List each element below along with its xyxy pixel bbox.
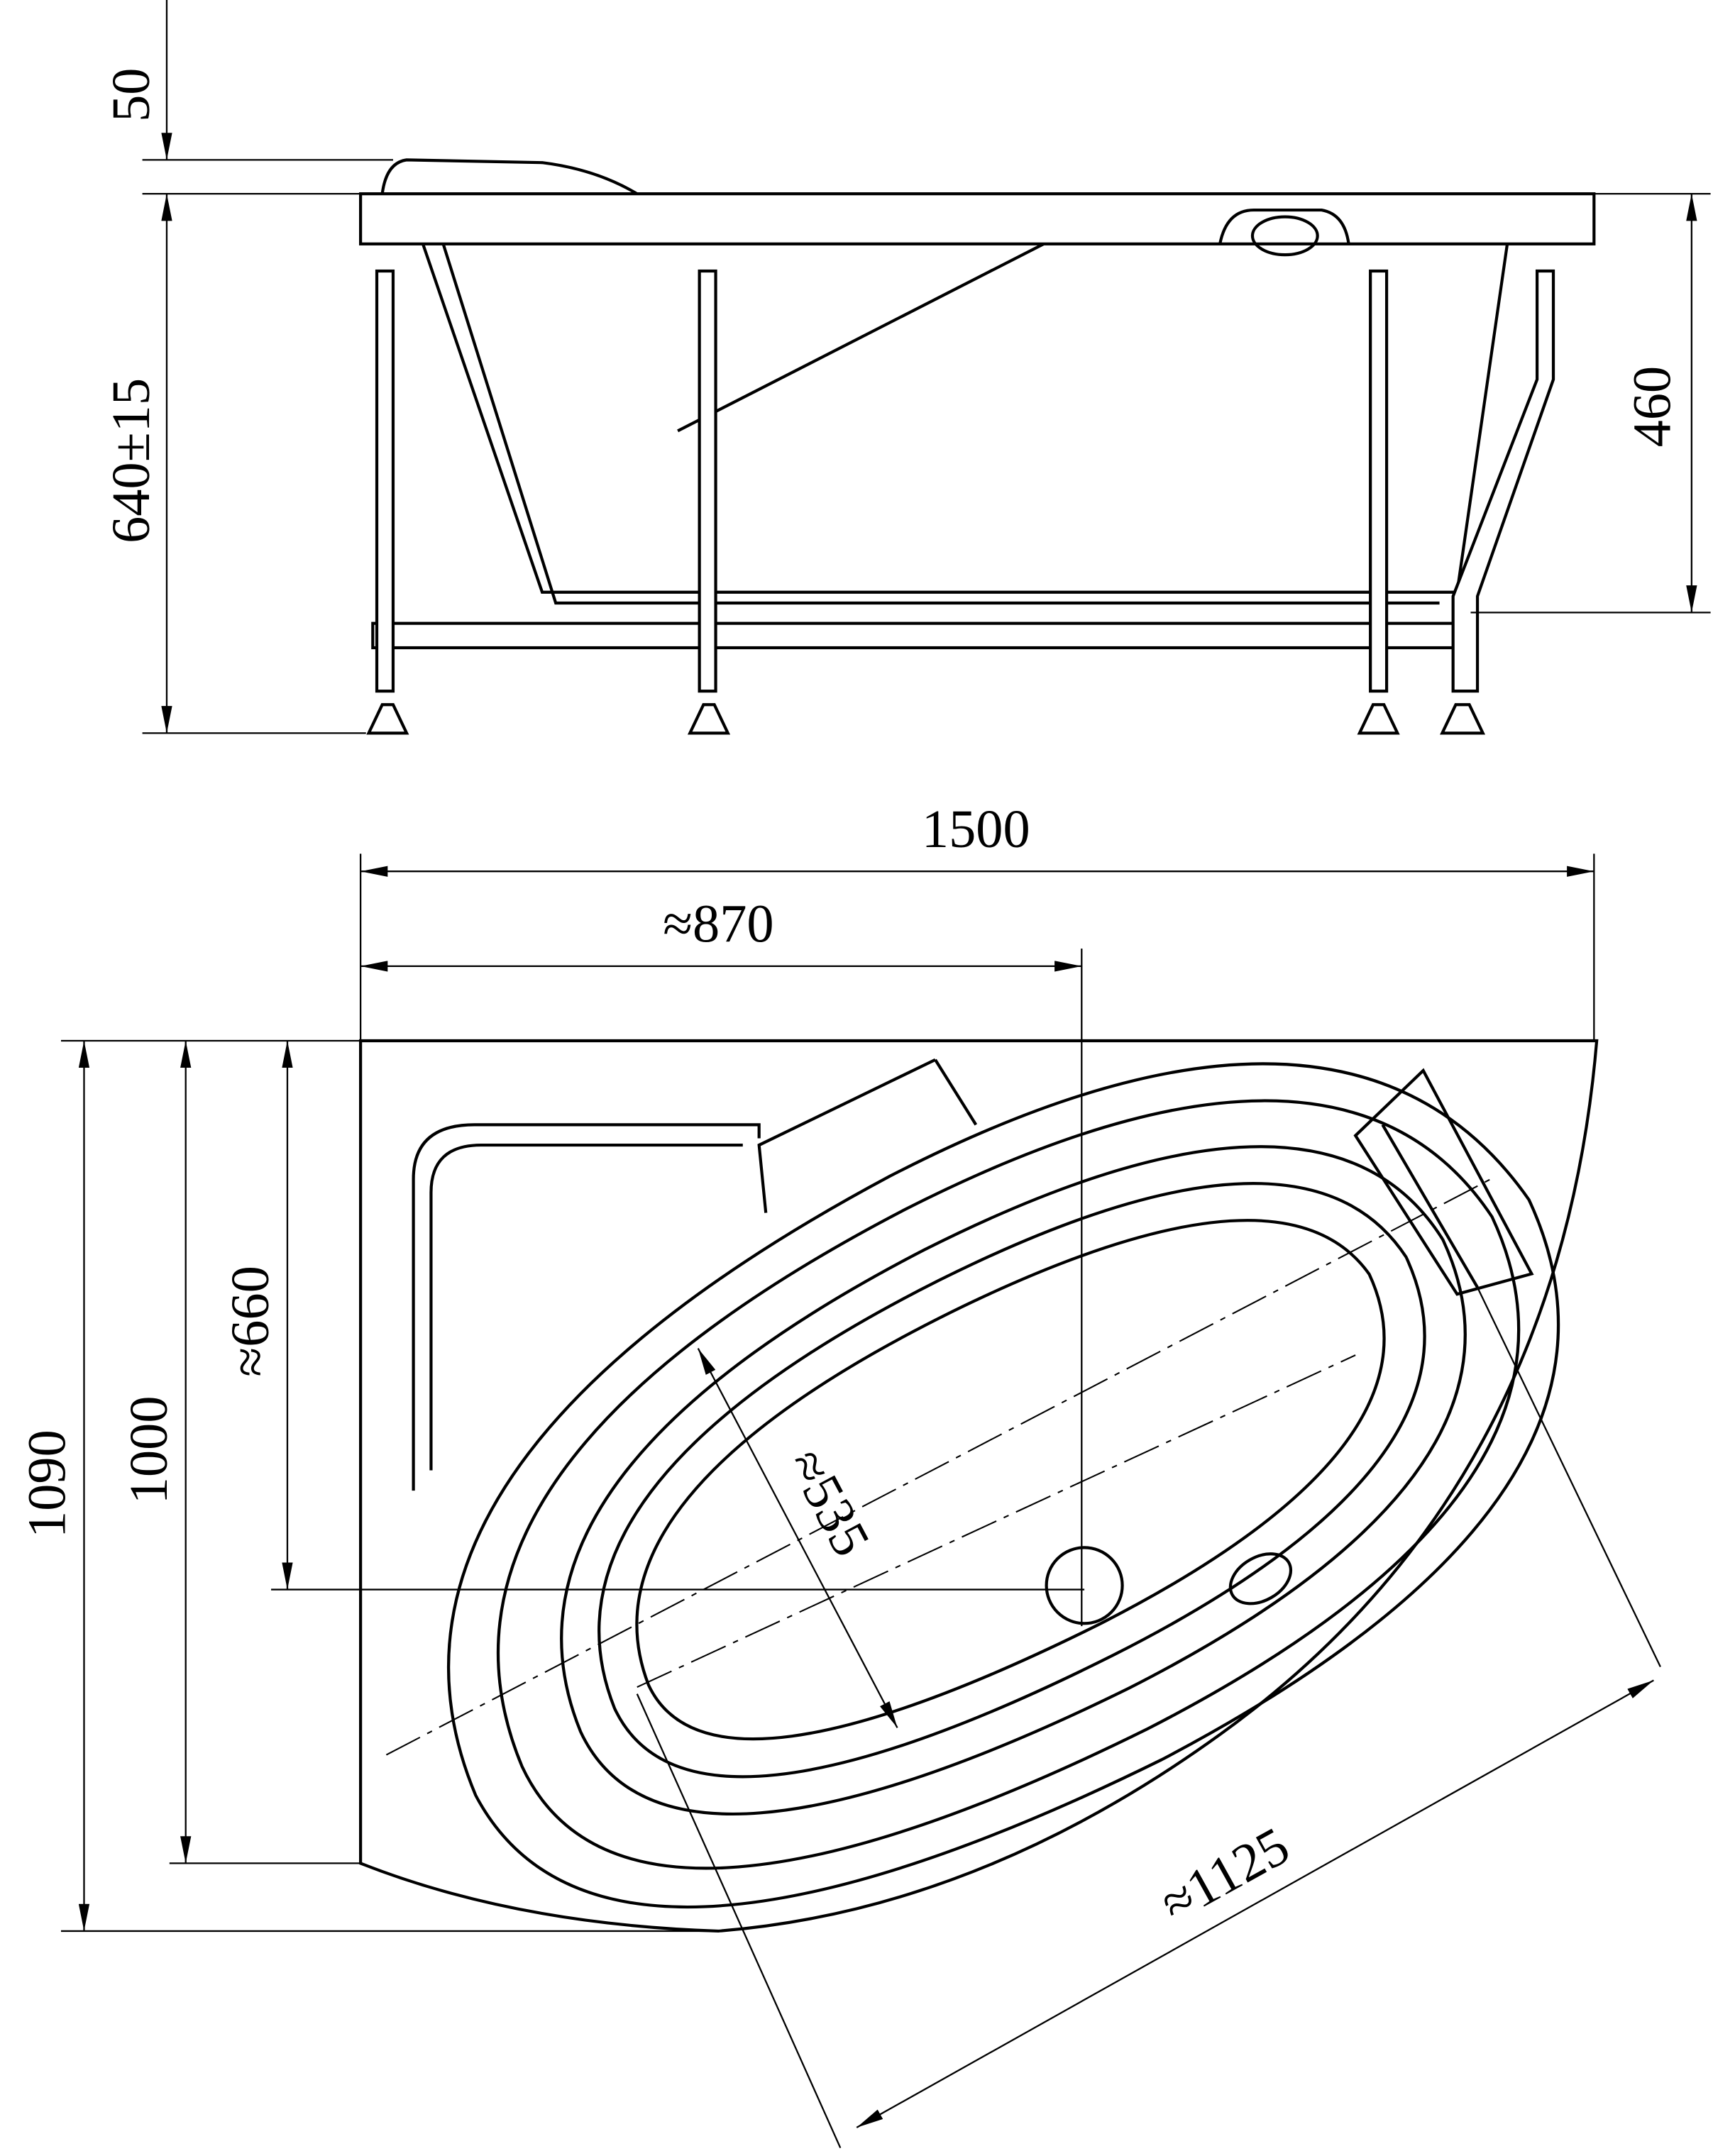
top-view: 1500 ≈870 ≈660 1000 1090 ≈535 ≈1125: [17, 799, 1661, 2149]
side-view: 50 640±15 460: [101, 0, 1711, 735]
center-line: [385, 1178, 1492, 1756]
dim-width-total: 1090: [17, 1430, 77, 1538]
dim-width-side: 1000: [119, 1395, 179, 1504]
bottom-rail: [371, 621, 1472, 650]
dim-rim-height: 50: [101, 68, 161, 122]
rim: [359, 192, 1596, 245]
tub-rim-outer: [446, 1062, 1560, 1909]
dim-drain-y: ≈660: [220, 1266, 280, 1377]
dim-drain-x: ≈870: [663, 894, 774, 954]
dim-total-height: 640±15: [101, 378, 161, 543]
shelf: [412, 1123, 761, 1491]
dim-inner-length: ≈1125: [1150, 1815, 1299, 1934]
backrest-line: [677, 242, 1045, 433]
drain: [1045, 1546, 1124, 1625]
dim-length: 1500: [922, 799, 1030, 859]
tub-bottom: [635, 1219, 1386, 1741]
headrest-top: [1353, 1068, 1534, 1296]
headrest: [380, 158, 638, 195]
dim-depth: 460: [1621, 366, 1682, 448]
dim-inner-width: ≈535: [776, 1439, 882, 1566]
tub-body: [421, 243, 1509, 594]
legs: [366, 269, 1555, 735]
